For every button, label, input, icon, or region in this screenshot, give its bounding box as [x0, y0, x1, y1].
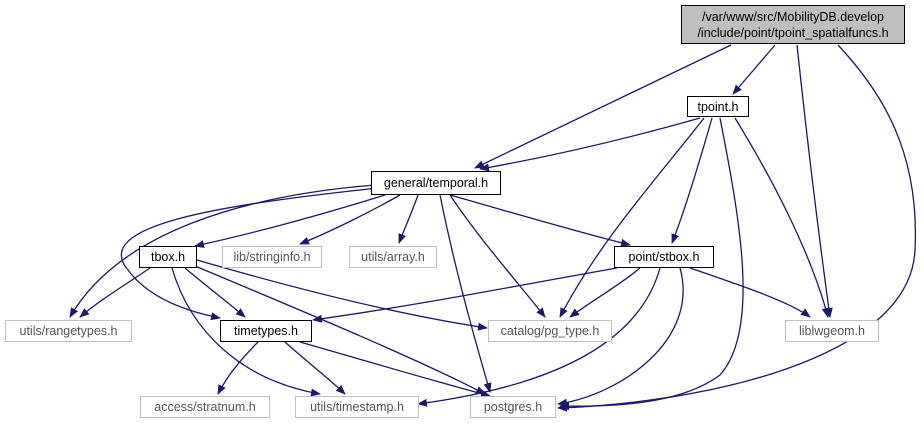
edge-tpoint_h-to-stbox_h — [671, 117, 713, 244]
edge-root-to-postgres_h — [557, 44, 917, 412]
node-label: catalog/pg_type.h — [500, 324, 600, 338]
edge-temporal_h-to-stbox_h — [449, 194, 631, 247]
node-tbox-h[interactable]: tbox.h — [139, 246, 197, 268]
edge-tbox_h-to-timetypes_h — [184, 267, 246, 318]
edge-temporal_h-to-timetypes_h — [120, 187, 379, 321]
node-timetypes-h[interactable]: timetypes.h — [220, 320, 312, 342]
root-label-line2: /include/point/tpoint_spatialfuncs.h — [697, 25, 889, 40]
edge-tpoint_h-to-temporal_h — [479, 117, 701, 172]
edge-timetypes_h-to-timestamp_h — [284, 341, 346, 395]
edge-stbox_h-to-timetypes_h — [312, 267, 618, 323]
node-label: utils/rangetypes.h — [19, 324, 118, 338]
edge-temporal_h-to-array_h — [398, 194, 419, 244]
node-catalog-pg-type-h[interactable]: catalog/pg_type.h — [488, 320, 612, 342]
node-label: utils/timestamp.h — [310, 400, 404, 414]
node-tpoint-h[interactable]: tpoint.h — [687, 96, 749, 117]
edge-tpoint_h-to-postgres_h — [559, 117, 744, 411]
edge-stbox_h-to-timestamp_h — [417, 267, 661, 407]
node-label: postgres.h — [483, 400, 543, 414]
node-tpoint-spatialfuncs-h: /var/www/src/MobilityDB.develop /include… — [681, 5, 905, 44]
node-label: tpoint.h — [697, 99, 739, 114]
node-label: tbox.h — [150, 250, 186, 264]
edge-temporal_h-to-tbox_h — [194, 194, 386, 249]
edge-tbox_h-to-pg_type_h — [196, 259, 488, 331]
edge-tbox_h-to-timestamp_h — [171, 267, 321, 397]
edge-tbox_h-to-rangetypes_h — [79, 267, 151, 318]
node-label: lib/stringinfo.h — [233, 250, 311, 264]
node-utils-timestamp-h[interactable]: utils/timestamp.h — [295, 396, 419, 418]
edge-temporal_h-to-pg_type_h — [449, 194, 546, 318]
edge-stbox_h-to-liblwgeom_h — [689, 267, 811, 318]
node-liblwgeom-h[interactable]: liblwgeom.h — [785, 320, 879, 342]
root-label-line1: /var/www/src/MobilityDB.develop — [702, 9, 884, 24]
edge-tbox_h-to-postgres_h — [194, 265, 486, 395]
node-access-stratnum-h[interactable]: access/stratnum.h — [140, 396, 270, 418]
edge-root-to-tpoint_h — [732, 44, 776, 95]
node-general-temporal-h[interactable]: general/temporal.h — [371, 171, 501, 195]
edge-tpoint_h-to-pg_type_h — [559, 117, 705, 318]
node-utils-rangetypes-h[interactable]: utils/rangetypes.h — [5, 320, 132, 342]
edge-root-to-liblwgeom_h — [796, 44, 833, 318]
edge-tpoint_h-to-liblwgeom_h — [734, 117, 830, 318]
node-label: point/stbox.h — [628, 250, 700, 264]
node-point-stbox-h[interactable]: point/stbox.h — [614, 246, 714, 268]
edge-root-to-temporal_h — [474, 44, 732, 169]
edge-stbox_h-to-pg_type_h — [569, 267, 641, 318]
edge-stbox_h-to-postgres_h — [557, 267, 684, 407]
node-label: liblwgeom.h — [798, 324, 865, 338]
node-utils-array-h[interactable]: utils/array.h — [349, 246, 437, 268]
node-postgres-h[interactable]: postgres.h — [470, 396, 556, 418]
edge-temporal_h-to-stringinfo_h — [299, 194, 401, 245]
edge-temporal_h-to-postgres_h — [439, 194, 492, 393]
node-label: timetypes.h — [234, 324, 298, 338]
node-lib-stringinfo-h[interactable]: lib/stringinfo.h — [222, 246, 322, 268]
edge-timetypes_h-to-postgres_h — [299, 341, 491, 398]
node-label: utils/array.h — [361, 250, 425, 264]
edge-timetypes_h-to-stratnum_h — [217, 341, 259, 395]
node-label: general/temporal.h — [383, 176, 489, 190]
edge-temporal_h-to-rangetypes_h — [69, 184, 376, 318]
node-label: access/stratnum.h — [154, 400, 256, 414]
